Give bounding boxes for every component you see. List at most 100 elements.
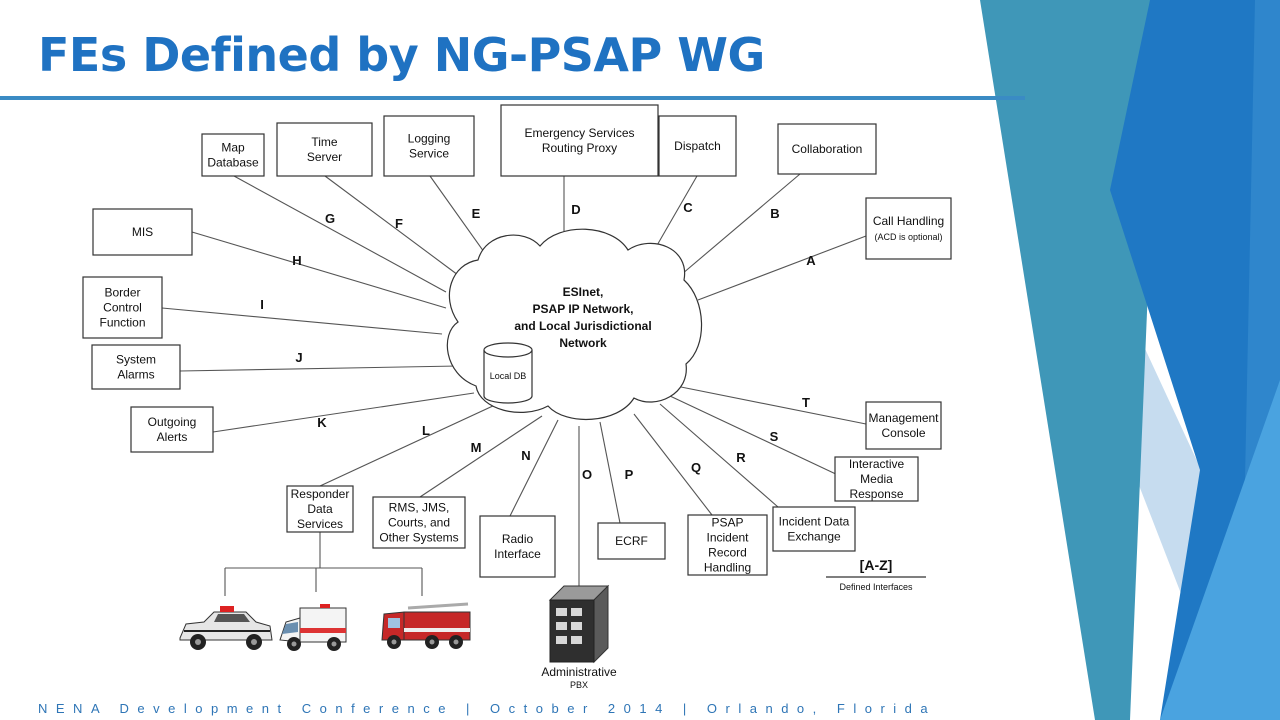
block-psap-incident-label-3: Handling (704, 561, 751, 575)
block-ecrf: ECRF (597, 522, 666, 560)
link-call-handling (697, 235, 867, 301)
block-mis: MIS (92, 208, 193, 256)
link-system-alarms (179, 365, 459, 372)
police-car-icon (179, 606, 273, 650)
interface-label-m: M (471, 440, 482, 455)
link-map-database (233, 175, 447, 293)
functional-element-boxes: MapDatabaseTimeServerLoggingServiceEmerg… (82, 104, 952, 578)
block-rms-jms-label-2: Other Systems (379, 531, 458, 545)
link-dispatch (651, 175, 698, 255)
interface-label-o: O (582, 467, 592, 482)
block-mis-label-0: MIS (132, 225, 153, 239)
block-management-console-label-1: Console (881, 426, 925, 440)
link-incident-data-exchange (659, 403, 779, 508)
accent-shape-bright (1160, 380, 1280, 720)
block-border-control-label-0: Border (104, 286, 140, 300)
interface-label-q: Q (691, 460, 701, 475)
local-db-cylinder: Local DB (483, 342, 533, 404)
slide-footer: NENA Development Conference | October 20… (38, 701, 937, 716)
pbx-subtitle: PBX (570, 680, 588, 690)
block-incident-data-exchange-label-1: Exchange (787, 530, 841, 544)
block-call-handling: Call Handling (ACD is optional) (865, 197, 952, 260)
block-map-database-label-0: Map (221, 141, 245, 155)
cloud-label-line1: ESInet, (563, 285, 604, 299)
block-interactive-media-label-1: Media (860, 472, 893, 486)
block-outgoing-alerts-label-0: Outgoing (148, 415, 197, 429)
block-logging-service-label-1: Service (409, 147, 449, 161)
interface-label-f: F (395, 216, 403, 231)
cloud-label-line3: and Local Jurisdictional (514, 319, 651, 333)
block-system-alarms-label-0: System (116, 353, 156, 367)
block-radio-interface-label-1: Interface (494, 547, 541, 561)
block-rms-jms-label-1: Courts, and (388, 516, 450, 530)
interface-label-s: S (770, 429, 779, 444)
interface-label-p: P (625, 467, 634, 482)
legend-caption: Defined Interfaces (839, 582, 913, 592)
pbx-server-icon: Administrative PBX (541, 584, 617, 690)
block-ecrf-label-0: ECRF (615, 534, 648, 548)
link-time-server (324, 175, 459, 276)
block-outgoing-alerts-label-1: Alerts (157, 430, 188, 444)
interface-label-d: D (571, 202, 580, 217)
vehicle-tree-lines (224, 532, 423, 596)
interface-label-c: C (683, 200, 693, 215)
interface-label-n: N (521, 448, 530, 463)
link-border-control (161, 307, 443, 335)
legend: [A-Z] Defined Interfaces (826, 557, 926, 592)
block-interactive-media-label-2: Response (849, 487, 903, 501)
interface-label-b: B (770, 206, 779, 221)
block-responder-data-label-1: Data (307, 502, 333, 516)
local-db-label: Local DB (490, 371, 527, 381)
legend-title: [A-Z] (860, 557, 893, 573)
block-radio-interface-label-0: Radio (502, 532, 534, 546)
ambulance-icon (279, 604, 347, 651)
interface-label-l: L (422, 423, 430, 438)
interface-label-t: T (802, 395, 810, 410)
block-dispatch: Dispatch (658, 115, 737, 177)
block-map-database-label-1: Database (207, 156, 259, 170)
title-underline (0, 96, 1025, 100)
block-call-handling-label-0: Call Handling (873, 214, 944, 228)
interface-label-i: I (260, 297, 264, 312)
link-outgoing-alerts (212, 392, 475, 433)
interface-label-j: J (295, 350, 302, 365)
slide-title: FEs Defined by NG-PSAP WG (38, 28, 765, 82)
interface-label-k: K (317, 415, 327, 430)
block-call-handling-label-1: (ACD is optional) (874, 232, 942, 242)
interface-label-a: A (806, 253, 816, 268)
block-interactive-media-label-0: Interactive (849, 457, 905, 471)
block-esrp-label-0: Emergency Services (524, 126, 634, 140)
link-radio-interface (509, 419, 559, 517)
block-incident-data-exchange-label-0: Incident Data (779, 515, 850, 529)
interface-label-g: G (325, 211, 335, 226)
block-system-alarms-label-1: Alarms (117, 368, 154, 382)
block-management-console-label-0: Management (868, 411, 939, 425)
block-responder-data-label-2: Services (297, 517, 343, 531)
block-time-server-label-1: Server (307, 150, 342, 164)
block-time-server-label-0: Time (311, 135, 338, 149)
block-dispatch-label-0: Dispatch (674, 139, 721, 153)
block-responder-data-label-0: Responder (291, 487, 350, 501)
interface-label-h: H (292, 253, 301, 268)
fire-truck-icon (381, 602, 471, 649)
block-logging-service-label-0: Logging (408, 132, 451, 146)
link-interactive-media (669, 395, 841, 477)
interface-label-e: E (472, 206, 481, 221)
link-management-console (675, 385, 867, 425)
link-ecrf (599, 421, 621, 524)
cloud-label-line4: Network (559, 336, 607, 350)
link-mis (191, 231, 447, 309)
link-responder-data (319, 397, 511, 487)
